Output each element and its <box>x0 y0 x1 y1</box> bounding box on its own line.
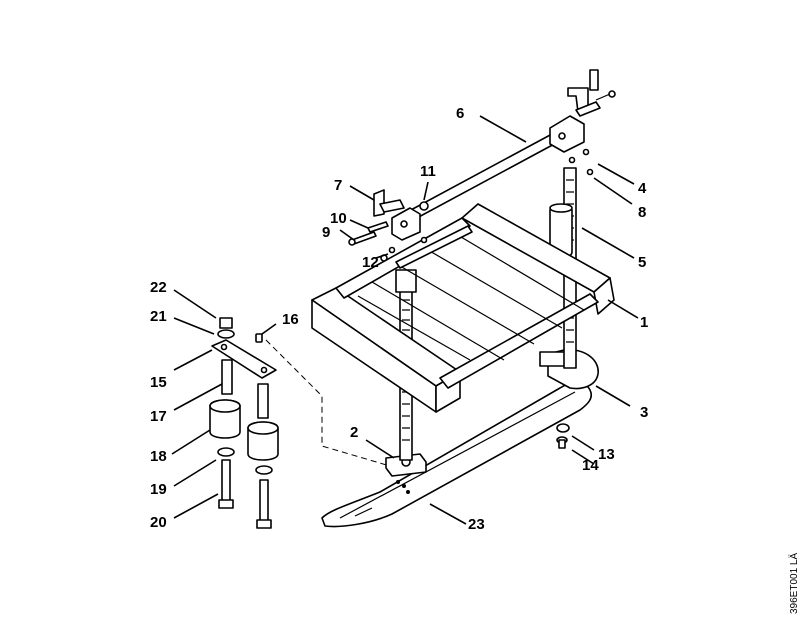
callout-21: 21 <box>150 308 167 325</box>
callout-6: 6 <box>456 105 464 122</box>
clamp-block-left <box>373 189 429 241</box>
callout-11: 11 <box>420 163 436 180</box>
callout-4: 4 <box>638 180 647 197</box>
callout-20: 20 <box>150 514 167 531</box>
callout-1: 1 <box>640 314 648 331</box>
callout-13: 13 <box>598 446 615 463</box>
callout-2: 2 <box>350 424 358 441</box>
callout-8: 8 <box>638 204 646 221</box>
callout-3: 3 <box>640 404 648 421</box>
callout-23: 23 <box>468 516 485 533</box>
callout-12: 12 <box>362 254 379 271</box>
callout-labels: 1 2 3 4 5 6 7 8 9 10 11 12 13 14 15 16 1… <box>150 105 648 533</box>
callout-14: 14 <box>582 457 599 474</box>
callout-5: 5 <box>638 254 646 271</box>
drawing-reference-code: 396ET001 LÄ <box>788 553 800 614</box>
spacer-assembly <box>209 317 279 529</box>
leader-lines <box>171 115 639 525</box>
callout-9: 9 <box>322 224 330 241</box>
alignment-dashed-line <box>265 339 391 467</box>
clamp-block-right <box>549 69 616 153</box>
callout-18: 18 <box>150 448 167 465</box>
callout-10: 10 <box>330 210 347 227</box>
bolt-13-14 <box>556 423 570 449</box>
callout-17: 17 <box>150 408 167 425</box>
callout-7: 7 <box>334 177 342 194</box>
callout-16: 16 <box>282 311 299 328</box>
callout-15: 15 <box>150 374 167 391</box>
callout-19: 19 <box>150 481 167 498</box>
filing-frame <box>311 203 615 413</box>
callout-22: 22 <box>150 279 167 296</box>
guide-bar <box>321 382 593 528</box>
